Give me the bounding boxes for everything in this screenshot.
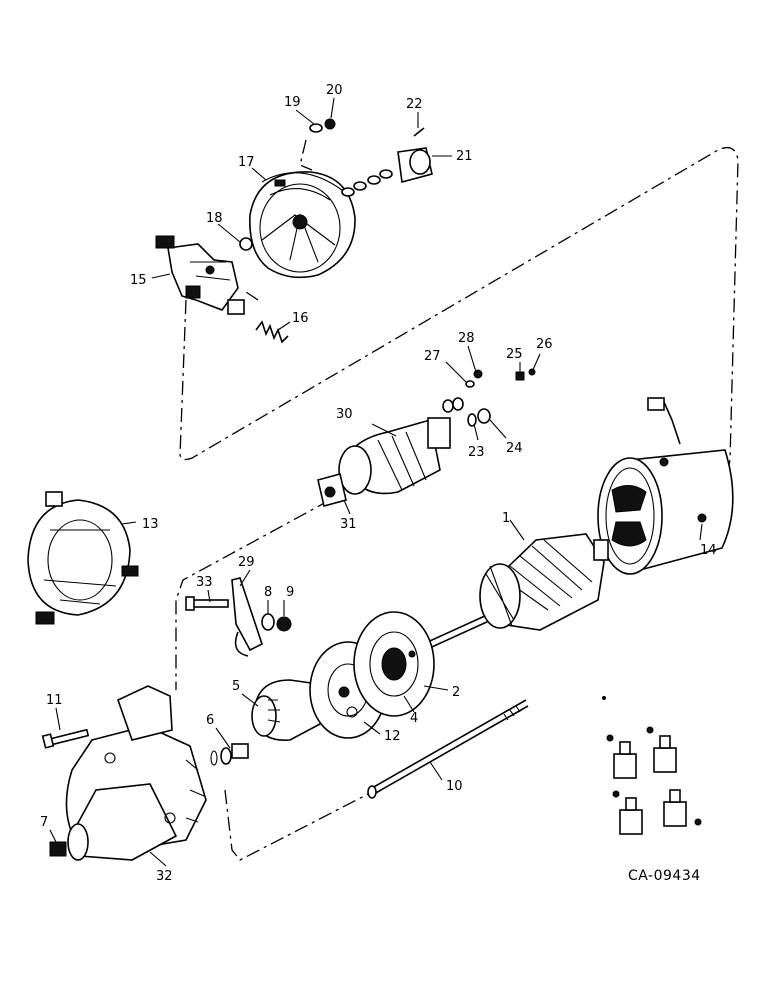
callout-16: 16 — [292, 311, 309, 326]
nut-and-washer-top — [309, 118, 336, 133]
callout-24: 24 — [506, 441, 523, 456]
callout-14: 14 — [700, 543, 717, 558]
solenoid — [317, 417, 451, 507]
callout-1: 1 — [502, 511, 510, 526]
callout-20: 20 — [326, 83, 343, 98]
pivot-bolt — [185, 596, 229, 611]
drawing-code: CA-09434 — [628, 868, 701, 884]
brush-set — [602, 696, 702, 835]
callout-9: 9 — [286, 585, 294, 600]
plug-7 — [49, 841, 67, 857]
callout-25: 25 — [506, 347, 523, 362]
end-cap-stack — [341, 127, 433, 197]
drive-end-housing — [65, 685, 207, 861]
nut-9 — [276, 616, 292, 632]
callout-4: 4 — [410, 711, 418, 726]
washer-8 — [261, 613, 275, 631]
screw-11 — [41, 728, 90, 749]
callout-5: 5 — [232, 679, 240, 694]
callout-30: 30 — [336, 407, 353, 422]
callout-18: 18 — [206, 211, 223, 226]
disc-plate-2 — [353, 611, 435, 717]
callout-12: 12 — [384, 729, 401, 744]
callout-2: 2 — [452, 685, 460, 700]
callout-33: 33 — [196, 575, 213, 590]
callout-15: 15 — [130, 273, 147, 288]
callout-8: 8 — [264, 585, 272, 600]
callout-22: 22 — [406, 97, 423, 112]
brush-spring — [255, 320, 289, 344]
through-bolt — [367, 699, 529, 799]
commutator-end-frame — [249, 171, 356, 279]
collar-6 — [210, 743, 249, 766]
callout-7: 7 — [40, 815, 48, 830]
callout-11: 11 — [46, 693, 63, 708]
brush-plate — [27, 491, 139, 625]
field-frame-housing — [597, 397, 734, 575]
callout-27: 27 — [424, 349, 441, 364]
callout-31: 31 — [340, 517, 357, 532]
callout-32: 32 — [156, 869, 173, 884]
callout-13: 13 — [142, 517, 159, 532]
washer-18 — [239, 237, 253, 251]
callout-10: 10 — [446, 779, 463, 794]
callout-17: 17 — [238, 155, 255, 170]
callout-29: 29 — [238, 555, 255, 570]
assembly-guide-lines — [175, 139, 739, 861]
callout-labels: 1 2 4 5 6 7 8 9 10 11 12 13 14 15 16 17 … — [40, 83, 717, 884]
solenoid-terminal-hardware — [442, 368, 536, 427]
callout-6: 6 — [206, 713, 214, 728]
callout-23: 23 — [468, 445, 485, 460]
callout-19: 19 — [284, 95, 301, 110]
shift-lever — [231, 577, 263, 657]
brush-holder-assembly — [155, 235, 245, 315]
callout-21: 21 — [456, 149, 473, 164]
armature — [409, 533, 609, 657]
leader-lines — [49, 97, 703, 867]
callout-26: 26 — [536, 337, 553, 352]
callout-28: 28 — [458, 331, 475, 346]
